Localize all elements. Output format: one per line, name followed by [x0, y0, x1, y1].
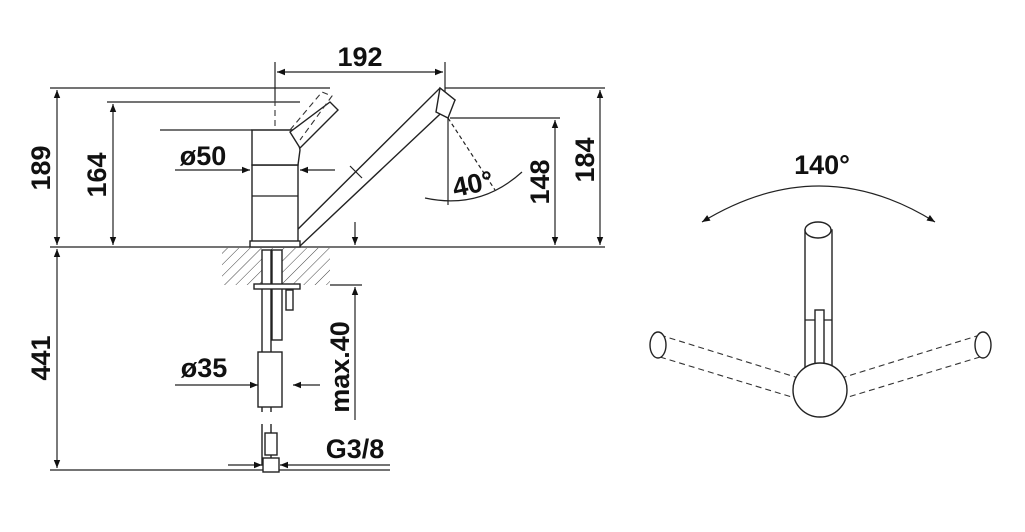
faucet-side [249, 86, 457, 473]
extension-lines [50, 62, 605, 471]
dimension-lines [53, 68, 604, 469]
dim-148-label: 148 [525, 159, 555, 204]
dim-hole-diameter-label: ø35 [181, 353, 228, 383]
dim-189-label: 189 [26, 145, 56, 190]
dim-192-label: 192 [337, 42, 382, 72]
dim-max-thickness-label: max.40 [325, 321, 355, 413]
faucet-top-view [649, 185, 992, 418]
dim-connection-label: G3/8 [326, 434, 385, 464]
dim-angle-label: 40° [450, 165, 496, 203]
swivel-angle-label: 140° [794, 150, 850, 180]
dim-body-diameter-label: ø50 [180, 141, 227, 171]
dim-164-label: 164 [82, 152, 112, 197]
dim-441-label: 441 [26, 335, 56, 380]
dim-184-label: 184 [570, 137, 600, 182]
